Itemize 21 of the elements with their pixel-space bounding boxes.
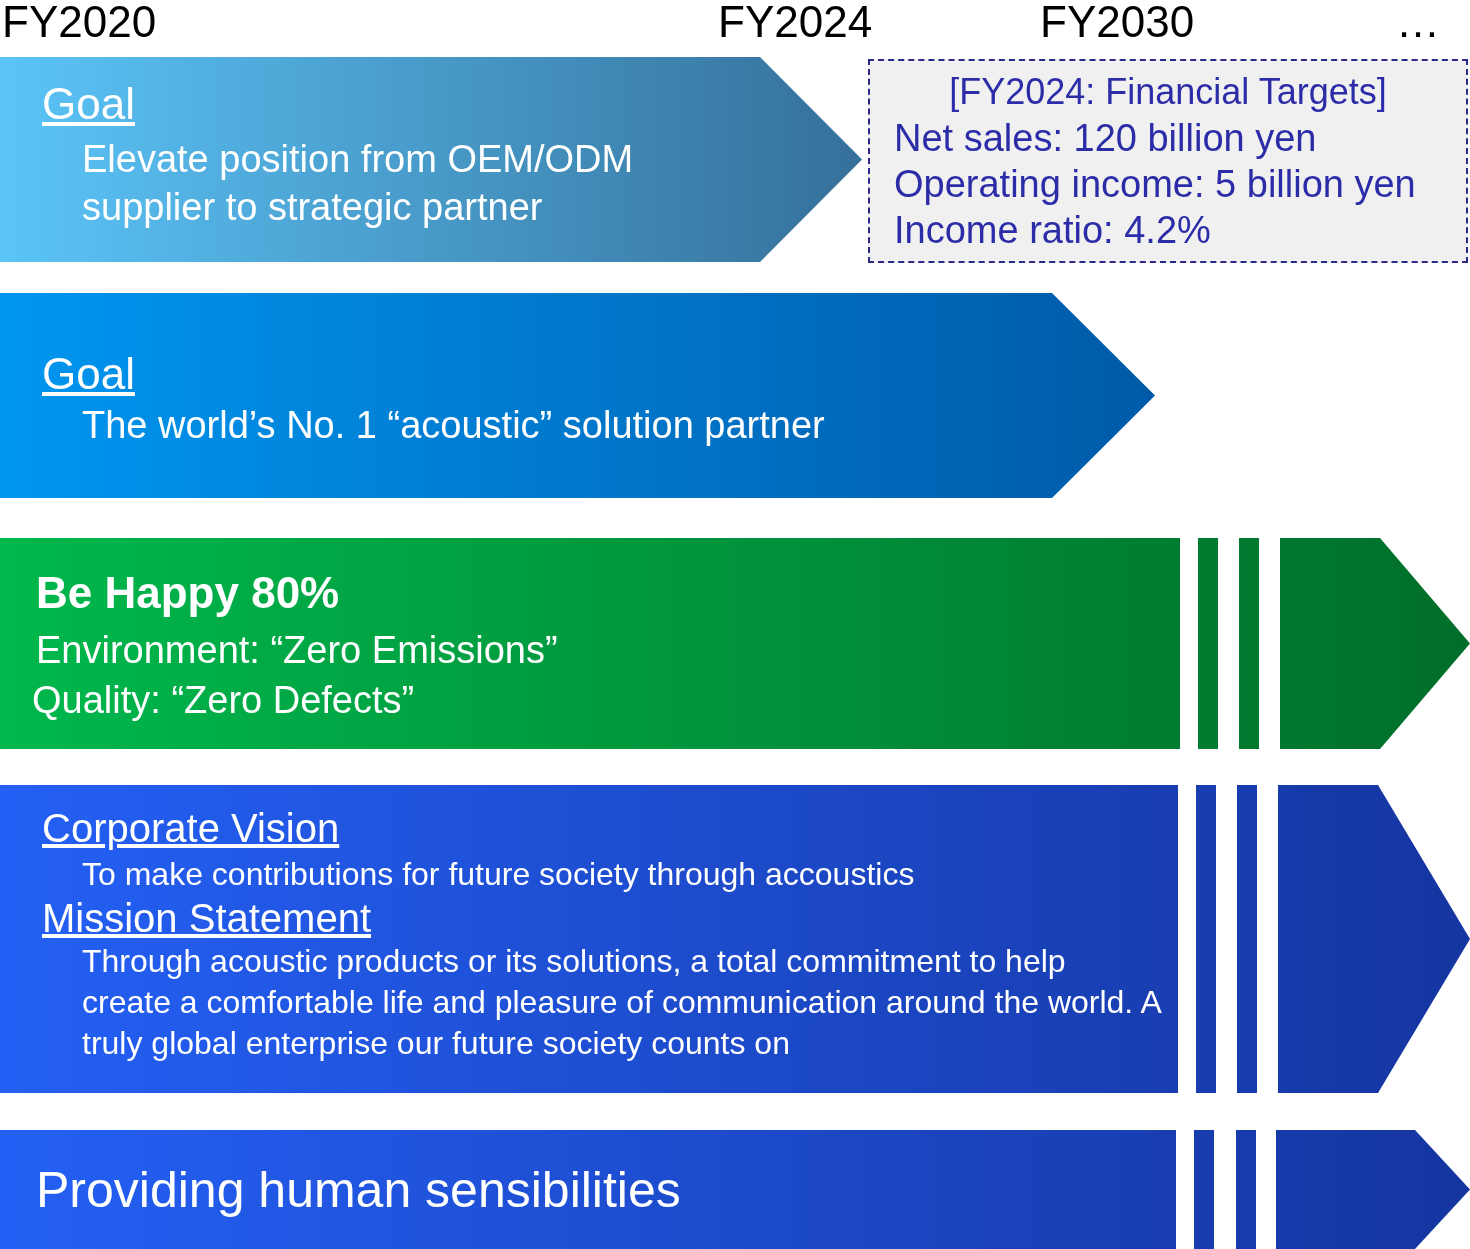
band-text: To make contributions for future society through accoustics bbox=[82, 855, 915, 894]
timeline-label: … bbox=[1396, 0, 1440, 44]
target-text: Income ratio: 4.2% bbox=[894, 208, 1212, 253]
targets-box bbox=[868, 59, 1468, 263]
band-text: Elevate position from OEM/ODM supplier to strategic partner bbox=[82, 137, 635, 230]
band-heading: Mission Statement bbox=[42, 895, 372, 941]
timeline-label: FY2020 bbox=[2, 0, 157, 44]
target-text: Operating income: 5 billion yen bbox=[894, 162, 1417, 207]
band-text: Providing human sensibilities bbox=[36, 1161, 681, 1220]
box-heading: [FY2024: Financial Targets] bbox=[948, 70, 1388, 114]
band-text: Through acoustic products or its solutions, a total commitment to help create a comfortable life and pleasure of communication around the world. A truly global enterprise our future society counts on bbox=[82, 942, 1162, 1063]
band-text: Be Happy 80% bbox=[36, 568, 340, 618]
band-text: Environment: “Zero Emissions” bbox=[36, 628, 558, 673]
band-text: The world’s No. 1 “acoustic” solution partner bbox=[82, 403, 825, 448]
target-text: Net sales: 120 billion yen bbox=[894, 116, 1318, 161]
band-heading: Goal bbox=[42, 349, 135, 399]
band-heading: Corporate Vision bbox=[42, 805, 340, 851]
band-heading: Goal bbox=[42, 79, 135, 129]
band-text: Quality: “Zero Defects” bbox=[32, 678, 415, 723]
timeline-label: FY2024 bbox=[718, 0, 873, 44]
timeline-label: FY2030 bbox=[1040, 0, 1195, 44]
